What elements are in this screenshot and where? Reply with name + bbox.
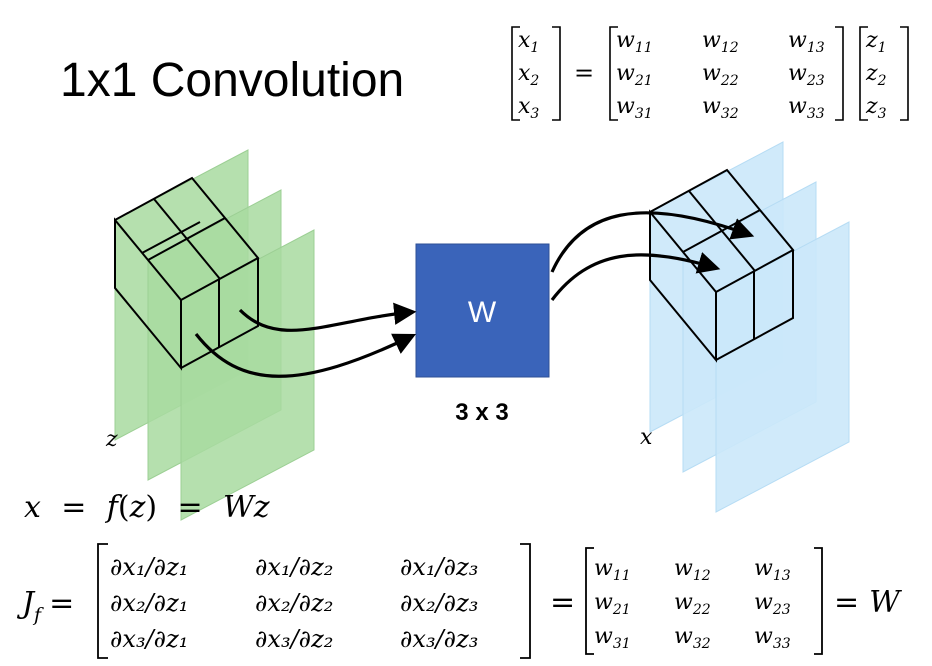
jacobian-cell-3-2: ∂x₃/∂z₂: [255, 625, 333, 653]
x-vector-entry-3: x3: [518, 94, 539, 122]
weight-label: W: [468, 296, 497, 329]
jacobian-w-matrix-cell-1-2: w12: [674, 556, 711, 584]
weight-size-label: 3 x 3: [455, 399, 508, 426]
jacobian-w-bracket-right: [814, 547, 823, 655]
jacobian-cell-3-3: ∂x₃/∂z₃: [400, 625, 478, 653]
jacobian-w-matrix-cell-3-1: w31: [594, 624, 631, 652]
jacobian-cell-3-1: ∂x₃/∂z₁: [110, 625, 188, 653]
jacobian-equation: Jf= ∂x₁/∂z₁ ∂x₁/∂z₂ ∂x₁/∂z₃ ∂x₂/∂z₁ ∂x₂/∂z₂ ∂…: [16, 543, 902, 659]
jacobian-w-matrix-cell-2-3: w23: [754, 590, 791, 618]
jacobian-cell-1-2: ∂x₁/∂z₂: [255, 553, 333, 581]
jacobian-result: =W: [834, 585, 902, 620]
top-w-matrix-cell-3-2: w32: [702, 94, 739, 122]
jacobian-w-matrix-cell-1-1: w11: [594, 556, 631, 584]
arrow-input-to-w-lower: [194, 333, 417, 378]
input-pixel-grid: [114, 176, 260, 371]
jacobian-w-matrix-cell-2-1: w21: [594, 590, 631, 618]
top-w-matrix-cell-1-2: w12: [702, 28, 739, 56]
jacobian-equals-2: =: [550, 585, 575, 620]
z-vector-entry-3: z3: [865, 94, 887, 122]
jacobian-w-matrix-cell-3-3: w33: [754, 624, 791, 652]
arrow-input-to-w-upper: [238, 302, 417, 332]
jacobian-cell-2-2: ∂x₂/∂z₂: [255, 589, 333, 617]
weight-box: W 3 x 3: [415, 243, 550, 426]
top-w-matrix-cell-1-1: w11: [616, 28, 653, 56]
page-title: 1x1 Convolution: [60, 54, 404, 107]
svg-text:x = f(z) =: x = f(z) = Wz: [24, 490, 270, 525]
jacobian-cell-2-3: ∂x₂/∂z₃: [400, 589, 478, 617]
top-w-matrix-cell-3-3: w33: [788, 94, 825, 122]
z-vector-entry-2: z2: [865, 61, 887, 89]
top-w-matrix-cell-1-3: w13: [788, 28, 825, 56]
flow-arrows: [194, 211, 755, 378]
jacobian-bracket-right: [520, 543, 531, 659]
arrow-w-to-output-lower: [550, 252, 721, 301]
top-w-matrix-cell-3-1: w31: [616, 94, 653, 122]
function-equation: x = f(z) = Wz: [24, 490, 270, 525]
jacobian-cell-2-1: ∂x₂/∂z₁: [110, 589, 188, 617]
w-matrix-bracket-left: [609, 26, 618, 121]
jacobian-cell-1-3: ∂x₁/∂z₃: [400, 553, 478, 581]
top-equation: x1 x2 x3 = w11 w12 w13 w21 w22 w23 w31 w32 w33 z…: [511, 26, 909, 122]
top-w-matrix-cell-2-2: w22: [702, 61, 739, 89]
jacobian-bracket-left: [97, 543, 108, 659]
jacobian-w-matrix-cell-2-2: w22: [674, 590, 711, 618]
output-pixel-grid: [649, 168, 795, 363]
jacobian-w-matrix-cell-1-3: w13: [754, 556, 791, 584]
x-vector-bracket-right: [552, 26, 561, 121]
z-vector-bracket-left: [859, 26, 868, 121]
input-feature-map: z: [105, 149, 315, 521]
input-channel-plane-3: [180, 229, 315, 521]
jacobian-cell-1-1: ∂x₁/∂z₁: [110, 553, 188, 581]
input-label: z: [105, 427, 118, 452]
arrow-w-to-output-upper: [550, 211, 755, 273]
output-channel-plane-3: [715, 221, 850, 513]
output-label: x: [640, 425, 653, 450]
x-vector-entry-2: x2: [518, 61, 539, 89]
jacobian-lhs: Jf=: [16, 586, 74, 626]
jacobian-w-matrix-cell-3-2: w32: [674, 624, 711, 652]
top-w-matrix-cell-2-1: w21: [616, 61, 653, 89]
z-vector-entry-1: z1: [865, 28, 887, 56]
z-vector-bracket-right: [900, 26, 909, 121]
jacobian-w-bracket-left: [585, 547, 594, 655]
x-vector-bracket-left: [511, 26, 520, 121]
top-w-matrix-cell-2-3: w23: [788, 61, 825, 89]
weight-square: [415, 243, 550, 378]
w-matrix-bracket-right: [835, 26, 844, 121]
x-vector-entry-1: x1: [518, 28, 539, 56]
output-feature-map: x: [640, 141, 850, 513]
top-equals-sign: =: [574, 59, 594, 87]
